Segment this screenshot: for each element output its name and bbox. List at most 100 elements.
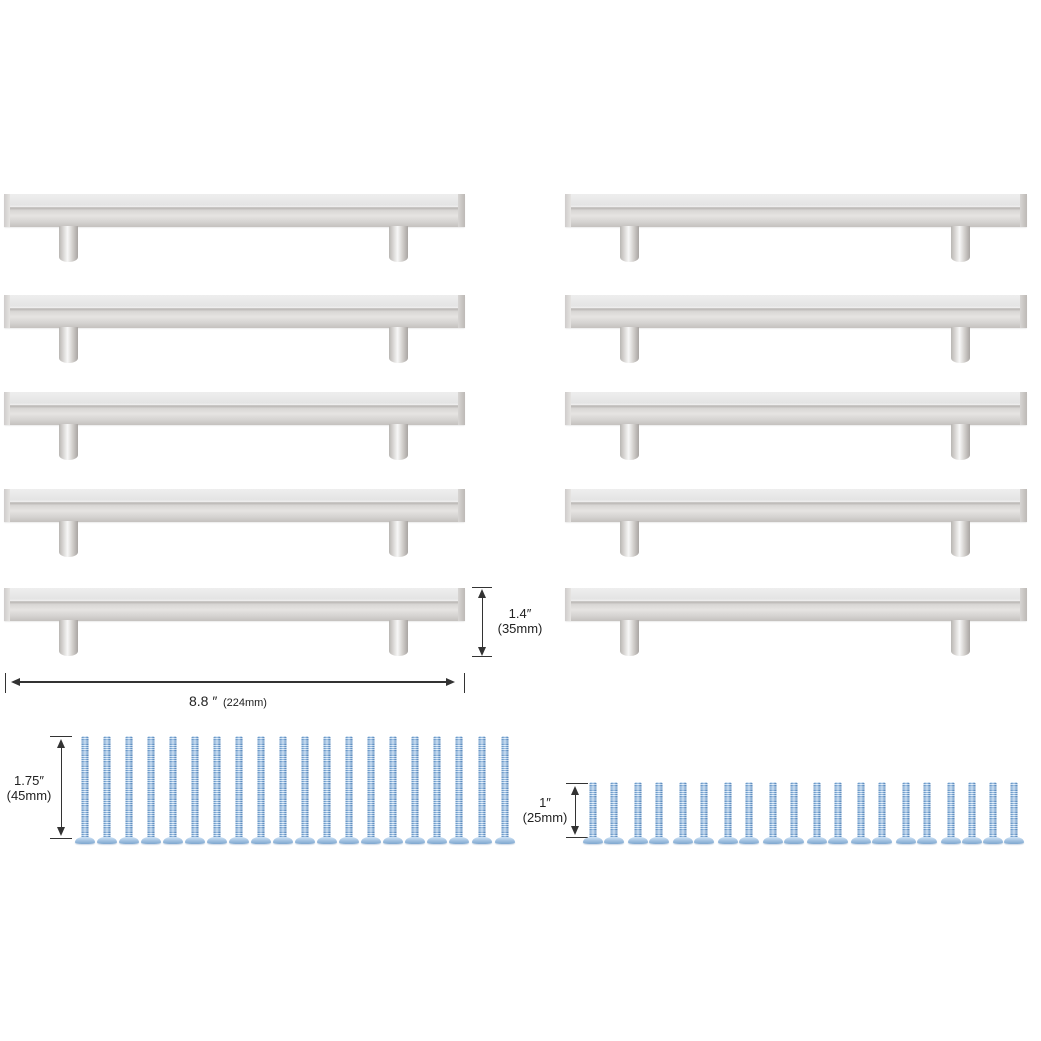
handle-post-right bbox=[389, 521, 408, 557]
long-screw bbox=[97, 736, 117, 844]
handle-bar bbox=[4, 295, 465, 328]
handle-post-right bbox=[389, 327, 408, 363]
long-screw bbox=[273, 736, 293, 844]
handle-post-right bbox=[951, 327, 970, 363]
short-screw bbox=[851, 782, 871, 844]
long-screw bbox=[185, 736, 205, 844]
short-screw-dim-bottom-tick bbox=[566, 837, 588, 839]
long-screw bbox=[361, 736, 381, 844]
long-screw bbox=[207, 736, 227, 844]
cabinet-handle bbox=[4, 194, 465, 264]
short-screw bbox=[673, 782, 693, 844]
short-screw-mm: (25mm) bbox=[522, 810, 568, 825]
length-dim-left-tick bbox=[5, 673, 7, 693]
long-screw bbox=[229, 736, 249, 844]
short-screw bbox=[896, 782, 916, 844]
short-screw bbox=[983, 782, 1003, 844]
handle-bar bbox=[4, 588, 465, 621]
short-screw bbox=[718, 782, 738, 844]
handle-post-right bbox=[389, 424, 408, 460]
long-screw-inch: 1.75″ bbox=[14, 773, 44, 788]
short-screw bbox=[807, 782, 827, 844]
long-screw bbox=[427, 736, 447, 844]
short-screw bbox=[604, 782, 624, 844]
handle-post-left bbox=[620, 226, 639, 262]
handle-post-left bbox=[620, 620, 639, 656]
short-screw bbox=[872, 782, 892, 844]
handle-bar bbox=[565, 588, 1027, 621]
long-screw-dim-top-tick bbox=[50, 736, 72, 738]
short-screw bbox=[763, 782, 783, 844]
length-dim-right-tick bbox=[464, 673, 466, 693]
height-dim-top-tick bbox=[472, 587, 492, 589]
handle-height-inch: 1.4″ bbox=[508, 606, 532, 621]
short-screw bbox=[694, 782, 714, 844]
long-screw bbox=[449, 736, 469, 844]
handle-post-left bbox=[620, 424, 639, 460]
short-screw bbox=[784, 782, 804, 844]
handle-post-right bbox=[951, 424, 970, 460]
short-screw bbox=[828, 782, 848, 844]
long-screw bbox=[339, 736, 359, 844]
long-screw-mm: (45mm) bbox=[6, 788, 52, 803]
handle-post-left bbox=[59, 327, 78, 363]
short-screw-dim-top-tick bbox=[566, 783, 588, 785]
handle-length-label: 8.8 ″ (224mm) bbox=[189, 694, 267, 711]
long-screw bbox=[163, 736, 183, 844]
short-screw bbox=[649, 782, 669, 844]
handle-height-label: 1.4″ (35mm) bbox=[490, 606, 550, 636]
short-screw bbox=[1004, 782, 1024, 844]
handle-post-left bbox=[59, 521, 78, 557]
long-screw bbox=[295, 736, 315, 844]
handle-post-right bbox=[389, 226, 408, 262]
handle-post-right bbox=[951, 521, 970, 557]
handle-post-right bbox=[389, 620, 408, 656]
cabinet-handle bbox=[565, 194, 1027, 264]
long-screw bbox=[141, 736, 161, 844]
short-screw bbox=[583, 782, 603, 844]
cabinet-handle bbox=[565, 489, 1027, 559]
handle-post-left bbox=[620, 521, 639, 557]
cabinet-handle bbox=[4, 588, 465, 658]
handle-post-right bbox=[951, 620, 970, 656]
cabinet-handle bbox=[565, 588, 1027, 658]
short-screw-label: 1″ (25mm) bbox=[518, 795, 572, 825]
handle-bar bbox=[4, 489, 465, 522]
cabinet-handle bbox=[565, 392, 1027, 462]
handle-post-left bbox=[620, 327, 639, 363]
handle-height-mm: (35mm) bbox=[497, 621, 543, 636]
handle-post-left bbox=[59, 620, 78, 656]
long-screw bbox=[405, 736, 425, 844]
long-screw bbox=[75, 736, 95, 844]
short-screw bbox=[739, 782, 759, 844]
handle-post-left bbox=[59, 424, 78, 460]
cabinet-handle bbox=[565, 295, 1027, 365]
short-screw bbox=[962, 782, 982, 844]
cabinet-handle bbox=[4, 295, 465, 365]
handle-bar bbox=[565, 489, 1027, 522]
long-screw bbox=[495, 736, 515, 844]
handle-bar bbox=[4, 194, 465, 227]
short-screw bbox=[628, 782, 648, 844]
handle-length-inch: 8.8 ″ bbox=[189, 693, 218, 709]
long-screw-label: 1.75″ (45mm) bbox=[3, 773, 55, 803]
handle-bar bbox=[565, 392, 1027, 425]
long-screw bbox=[317, 736, 337, 844]
cabinet-handle bbox=[4, 392, 465, 462]
long-screw bbox=[119, 736, 139, 844]
handle-bar bbox=[565, 295, 1027, 328]
long-screw-dim-bottom-tick bbox=[50, 838, 72, 840]
long-screw bbox=[251, 736, 271, 844]
handle-bar bbox=[565, 194, 1027, 227]
handle-bar bbox=[4, 392, 465, 425]
handle-length-mm: (224mm) bbox=[222, 697, 267, 709]
handle-post-right bbox=[951, 226, 970, 262]
cabinet-handle bbox=[4, 489, 465, 559]
short-screw bbox=[941, 782, 961, 844]
long-screw bbox=[383, 736, 403, 844]
short-screw bbox=[917, 782, 937, 844]
height-dim-bottom-tick bbox=[472, 656, 492, 658]
short-screw-inch: 1″ bbox=[539, 795, 551, 810]
long-screw bbox=[472, 736, 492, 844]
